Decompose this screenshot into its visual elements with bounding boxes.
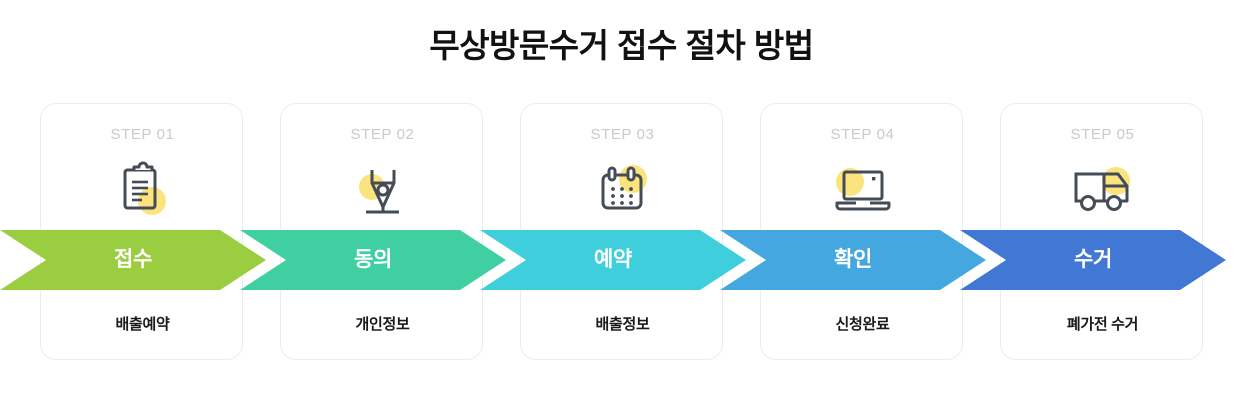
process-arrow-label: 동의	[353, 248, 393, 271]
process-arrow-1[interactable]: 접수	[0, 230, 266, 290]
calendar-icon	[521, 154, 724, 226]
process-arrow-band: 접수 동의 예약 확인 수거	[0, 230, 1243, 290]
step-caption: 폐가전 수거	[1066, 316, 1139, 333]
page-title: 무상방문수거 접수 절차 방법	[429, 27, 814, 64]
process-arrow-4[interactable]: 확인	[720, 230, 986, 290]
truck-icon	[1001, 154, 1204, 226]
step-number-label: STEP 02	[350, 126, 415, 143]
process-arrow-label: 확인	[833, 248, 873, 271]
step-number-label: STEP 01	[110, 126, 175, 143]
process-arrow-label: 접수	[113, 248, 153, 271]
step-caption: 개인정보	[355, 316, 410, 333]
clipboard-icon	[41, 154, 244, 226]
process-arrow-label: 예약	[593, 248, 633, 271]
step-caption: 배출예약	[115, 316, 170, 333]
pen-nib-icon	[281, 154, 484, 226]
process-arrow-3[interactable]: 예약	[480, 230, 746, 290]
step-number-label: STEP 04	[830, 126, 895, 143]
step-number-label: STEP 03	[590, 126, 655, 143]
process-arrow-label: 수거	[1073, 248, 1113, 271]
step-caption: 신청완료	[835, 316, 890, 333]
process-arrow-2[interactable]: 동의	[240, 230, 506, 290]
step-number-label: STEP 05	[1070, 126, 1135, 143]
step-caption: 배출정보	[595, 316, 650, 333]
laptop-icon	[761, 154, 964, 226]
process-arrow-5[interactable]: 수거	[960, 230, 1226, 290]
